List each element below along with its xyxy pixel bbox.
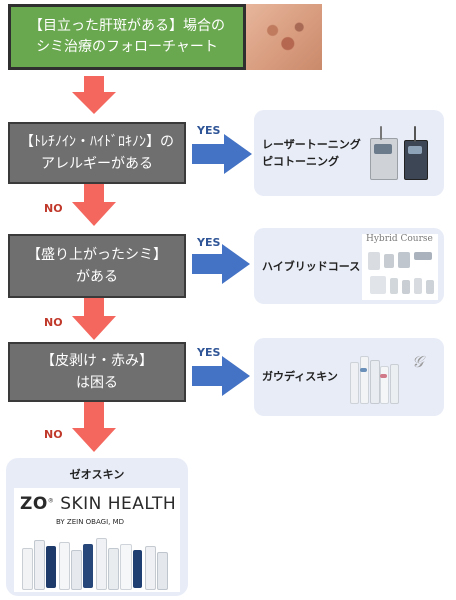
down-arrow-4 (72, 402, 116, 452)
down-arrow-3 (72, 298, 116, 340)
no-label-1: NO (44, 202, 63, 215)
no-label-2: NO (44, 316, 63, 329)
down-arrow-2 (72, 184, 116, 226)
right-arrow-3 (192, 356, 250, 396)
zo-skin-products-image: ZO® SKIN HEALTH BY ZEIN OBAGI, MD (14, 488, 180, 592)
right-arrow-2 (192, 244, 250, 284)
question-allergy-line1: 【ﾄﾚﾁﾉｲﾝ・ﾊｲﾄﾞﾛｷﾉﾝ】の (20, 134, 174, 150)
question-box-peeling: 【皮剥け・赤み】 は困る (8, 342, 186, 402)
result-laser-line1: レーザートーニング (262, 138, 361, 151)
question-box-allergy: 【ﾄﾚﾁﾉｲﾝ・ﾊｲﾄﾞﾛｷﾉﾝ】の アレルギーがある (8, 122, 186, 184)
melasma-photo (246, 4, 322, 70)
question-allergy-line2: アレルギーがある (41, 156, 153, 172)
result-box-laser-toning: レーザートーニング ピコトーニング (254, 110, 444, 196)
zo-brand-zo: ZO (20, 494, 48, 514)
result-gaudi-label: ガウディスキン (262, 370, 338, 383)
question-raised-line2: がある (76, 269, 118, 285)
yes-label-1: YES (197, 124, 221, 137)
final-zo-label: ゼオスキン (69, 468, 125, 481)
chart-title-line2: シミ治療のフォローチャート (36, 39, 218, 55)
zo-byline: BY ZEIN OBAGI, MD (56, 518, 125, 526)
question-raised-line1: 【盛り上がったシミ】 (27, 247, 167, 263)
question-box-raised-spots: 【盛り上がったシミ】 がある (8, 234, 186, 298)
question-peeling-line1: 【皮剥け・赤み】 (41, 353, 153, 369)
hybrid-course-image-text: Hybrid Course (366, 234, 433, 244)
question-peeling-line2: は困る (76, 375, 118, 391)
chart-title-box: 【目立った肝斑がある】場合の シミ治療のフォローチャート (8, 4, 246, 70)
down-arrow-1 (72, 76, 116, 114)
right-arrow-1 (192, 134, 252, 174)
yes-label-3: YES (197, 346, 221, 359)
chart-title-line1: 【目立った肝斑がある】場合の (29, 18, 225, 34)
no-label-3: NO (44, 428, 63, 441)
gaudi-logo-icon: 𝒢 (412, 352, 424, 371)
final-box-zo-skin: ゼオスキン ZO® SKIN HEALTH BY ZEIN OBAGI, MD (6, 458, 188, 596)
zo-brand-logo: ZO® SKIN HEALTH (20, 494, 177, 514)
result-box-gaudi-skin: ガウディスキン 𝒢 (254, 338, 444, 416)
result-laser-line2: ピコトーニング (262, 155, 339, 168)
result-box-hybrid-course: ハイブリッドコース Hybrid Course (254, 228, 444, 304)
zo-brand-rest: SKIN HEALTH (60, 494, 177, 514)
yes-label-2: YES (197, 236, 221, 249)
result-hybrid-label: ハイブリッドコース (262, 260, 361, 273)
